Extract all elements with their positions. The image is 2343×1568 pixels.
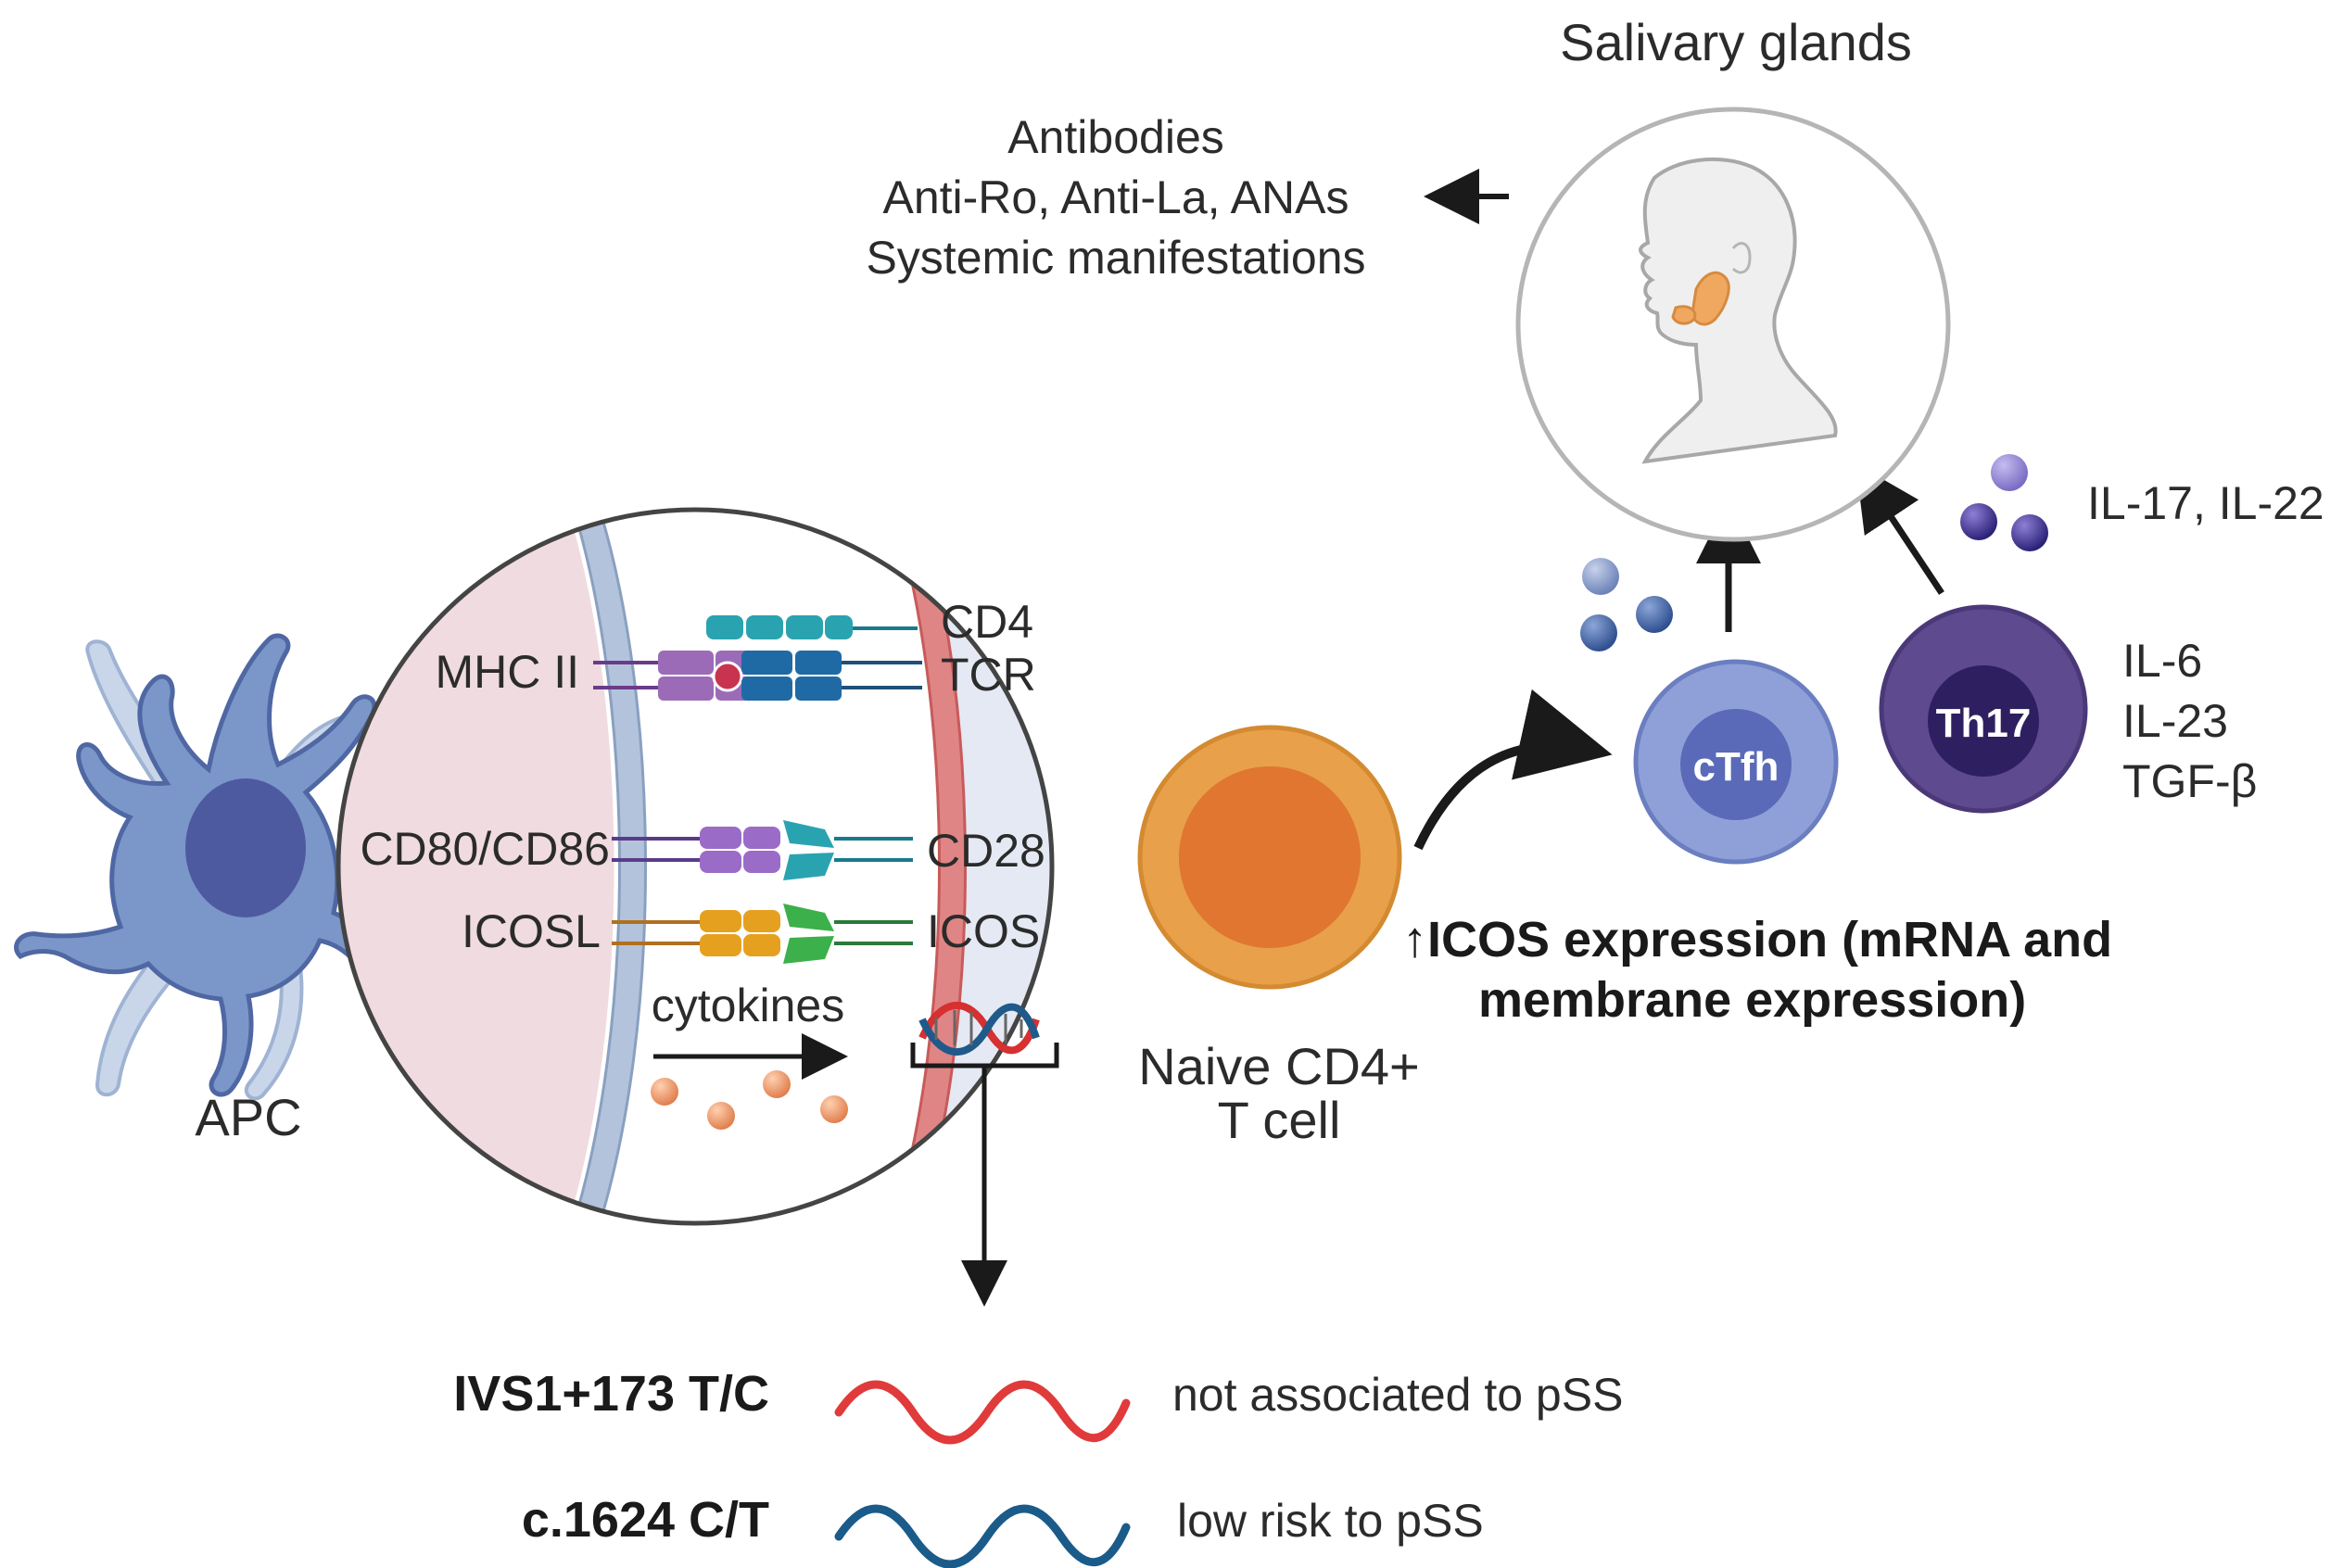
apc-label: APC (195, 1088, 301, 1146)
output-autoantibodies: Anti-Ro, Anti-La, ANAs (882, 171, 1349, 223)
label-cd28: CD28 (927, 825, 1045, 877)
label-tcr: TCR (941, 649, 1036, 701)
label-mhc-ii: MHC II (435, 646, 579, 698)
ctfh-cell (1633, 659, 1839, 865)
polymorphism-row-1: IVS1+173 T/C not associated to pSS (453, 1366, 1623, 1445)
naive-t-cell (1137, 725, 1402, 990)
polymorphism-effect: low risk to pSS (1177, 1495, 1484, 1547)
polymorphism-effect: not associated to pSS (1172, 1369, 1623, 1421)
polymorphism-name: IVS1+173 T/C (453, 1366, 769, 1422)
salivary-glands-head-icon (1515, 107, 1951, 542)
polymorphism-row-2: c.1624 C/T low risk to pSS (522, 1492, 1484, 1568)
th17-inducer-il23: IL-23 (2122, 695, 2228, 747)
ctfh-label: cTfh (1693, 744, 1779, 790)
apc-cell (14, 633, 390, 1101)
icos-finding-line2: membrane expression) (1478, 972, 2026, 1028)
dna-icon (918, 1001, 1040, 1056)
naive-label-2: T cell (1218, 1091, 1341, 1149)
label-icosl: ICOSL (462, 905, 601, 957)
th17-cell (1879, 604, 2088, 814)
ctfh-cytokine-dots (1580, 558, 1673, 651)
label-cd80-cd86: CD80/CD86 (360, 823, 610, 875)
label-cd4: CD4 (941, 596, 1033, 648)
icosl-icos-complex (612, 904, 913, 964)
th17-cytokine-dots (1960, 454, 2048, 551)
cd80-cd28-complex (612, 820, 913, 880)
th17-inducer-tgfb: TGF-β (2122, 755, 2257, 807)
output-systemic: Systemic manifestations (866, 232, 1365, 284)
polymorphism-name: c.1624 C/T (522, 1492, 769, 1548)
naive-label-1: Naive CD4+ (1138, 1037, 1419, 1095)
salivary-glands-title: Salivary glands (1560, 13, 1912, 71)
label-icos: ICOS (927, 905, 1040, 957)
th17-inducer-il6: IL-6 (2122, 635, 2202, 687)
label-cytokines: cytokines (652, 980, 844, 1031)
mhc-tcr-complex (593, 651, 922, 701)
cd4-molecule (706, 615, 918, 639)
icos-finding-line1: ↑ICOS expression (mRNA and (1402, 912, 2112, 967)
th17-secreted-cytokines: IL-17, IL-22 (2087, 477, 2324, 529)
th17-label: Th17 (1936, 701, 2032, 746)
output-antibodies: Antibodies (1007, 111, 1224, 163)
